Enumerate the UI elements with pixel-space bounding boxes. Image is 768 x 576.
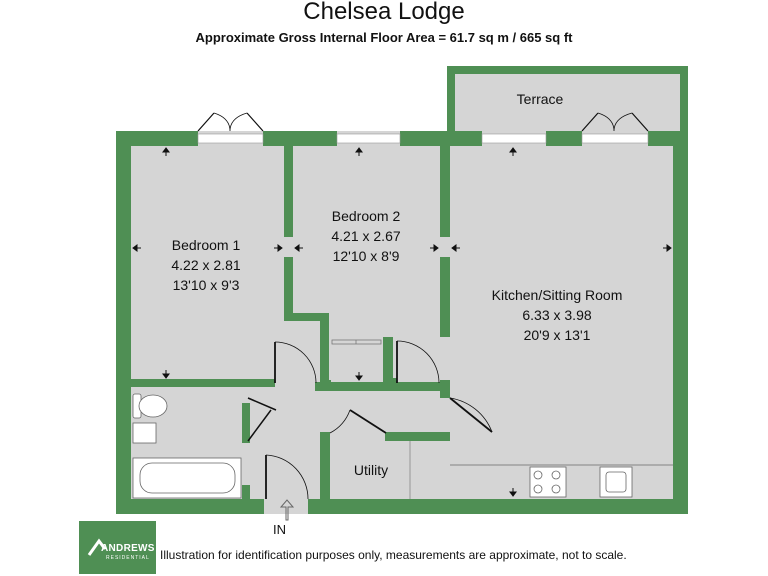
kitchen-fixtures: [450, 464, 673, 498]
bedroom2-imperial: 12'10 x 8'9: [333, 248, 400, 264]
bedroom1-imperial: 13'10 x 9'3: [173, 277, 240, 293]
logo-name: ANDREWS: [101, 543, 155, 554]
dimension-arrows: [132, 147, 672, 497]
kitchen-imperial: 20'9 x 13'1: [524, 327, 591, 343]
kitchen-metric: 6.33 x 3.98: [522, 307, 591, 323]
entrance-arrow-icon: [279, 499, 295, 521]
walls: [116, 66, 688, 514]
kitchen-name: Kitchen/Sitting Room: [492, 287, 623, 303]
page-title: Chelsea Lodge: [303, 0, 465, 25]
bedroom1-metric: 4.22 x 2.81: [171, 257, 240, 273]
agency-logo: ANDREWS RESIDENTIAL: [79, 521, 156, 574]
floor-area-subtitle: Approximate Gross Internal Floor Area = …: [195, 30, 573, 45]
bedroom2-metric: 4.21 x 2.67: [331, 228, 400, 244]
windows: [197, 133, 649, 144]
floor-main: [116, 131, 688, 514]
utility-label: Utility: [354, 462, 388, 478]
bedroom1-name: Bedroom 1: [172, 237, 241, 253]
bedroom2-name: Bedroom 2: [332, 208, 401, 224]
terrace-label: Terrace: [517, 91, 564, 107]
bathroom-fixtures: [132, 393, 242, 499]
logo-mark-icon: [87, 538, 107, 556]
doors: [197, 112, 649, 500]
logo-subtitle: RESIDENTIAL: [106, 555, 150, 561]
wardrobe-doors: [331, 339, 382, 345]
disclaimer-text: Illustration for identification purposes…: [160, 548, 627, 562]
entrance-label: IN: [273, 522, 286, 537]
